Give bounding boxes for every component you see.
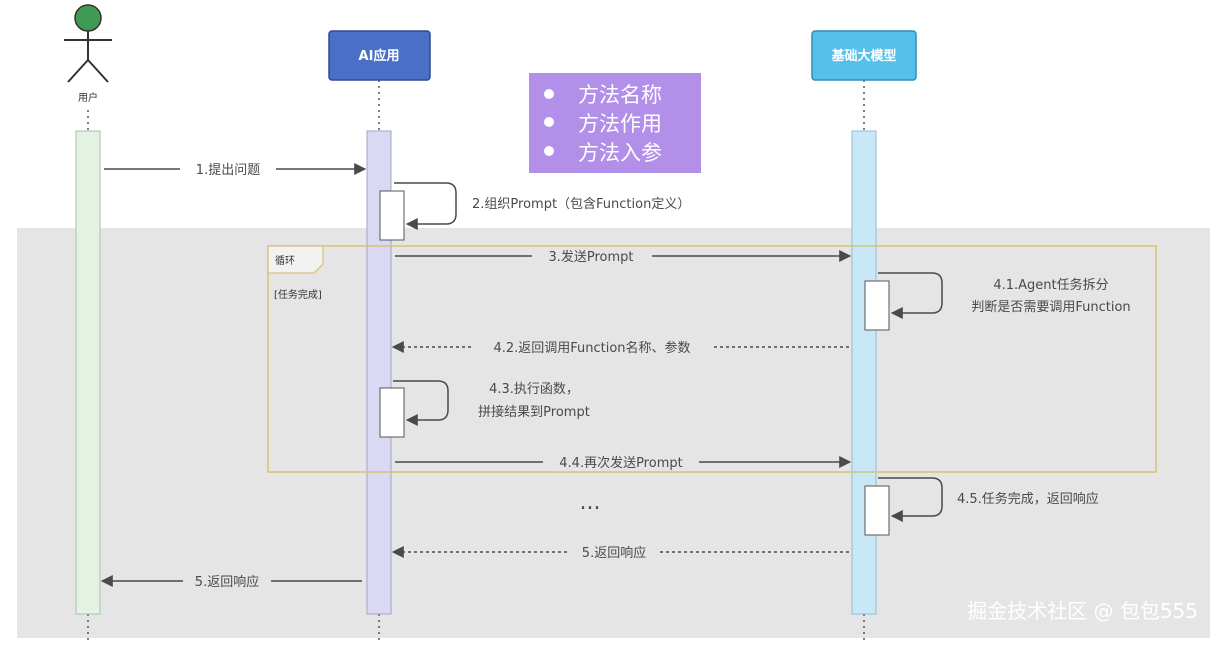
watermark: 掘金技术社区 @ 包包555 xyxy=(967,599,1198,623)
app-self-activation-2 xyxy=(379,190,405,241)
method-note-box xyxy=(529,73,701,173)
user-activation-bar xyxy=(75,130,101,615)
loop-guard: [任务完成] xyxy=(274,288,322,301)
note-bullet-3 xyxy=(544,146,554,156)
user-participant-label: 用户 xyxy=(78,91,98,104)
note-item-1: 方法名称 xyxy=(578,83,662,107)
msg-5a-label: 5.返回响应 xyxy=(582,545,646,561)
model-participant-label: 基础大模型 xyxy=(830,48,896,64)
msg-45-arrow xyxy=(878,477,943,522)
msg-43-label-line1: 4.3.执行函数， xyxy=(489,382,579,397)
msg-41-label-line2: 判断是否需要调用Function xyxy=(971,300,1130,315)
model-participant-box xyxy=(811,30,917,81)
app-participant-label: AI应用 xyxy=(359,48,400,64)
model-activation-bar xyxy=(851,130,877,615)
app-self-activation-43 xyxy=(379,387,405,438)
msg-44-label: 4.4.再次发送Prompt xyxy=(559,455,682,471)
msg-43-arrow xyxy=(393,380,449,426)
msg-41-label-line1: 4.1.Agent任务拆分 xyxy=(993,277,1108,293)
gray-region xyxy=(17,228,1210,638)
model-self-activation-45 xyxy=(864,485,890,536)
loop-label-tab xyxy=(267,245,324,274)
ellipsis-label: ... xyxy=(580,490,601,515)
loop-label: 循环 xyxy=(275,254,295,267)
loop-frame xyxy=(267,245,1157,473)
msg-45-label: 4.5.任务完成，返回响应 xyxy=(957,491,1099,507)
model-self-activation-41 xyxy=(864,280,890,331)
note-bullet-2 xyxy=(544,117,554,127)
msg-2-arrow xyxy=(394,182,457,230)
app-participant-box xyxy=(328,30,431,81)
msg-43-label-line2: 拼接结果到Prompt xyxy=(478,404,590,420)
user-actor-icon xyxy=(64,4,112,83)
msg-41-arrow xyxy=(878,272,943,319)
note-item-3: 方法入参 xyxy=(578,141,662,165)
note-item-2: 方法作用 xyxy=(578,112,662,136)
msg-1-label: 1.提出问题 xyxy=(196,162,260,178)
note-bullet-1 xyxy=(544,89,554,99)
msg-3-label: 3.发送Prompt xyxy=(548,249,633,265)
msg-2-label: 2.组织Prompt（包含Function定义） xyxy=(472,196,690,212)
msg-42-label: 4.2.返回调用Function名称、参数 xyxy=(493,340,690,356)
msg-5b-label: 5.返回响应 xyxy=(195,574,259,590)
